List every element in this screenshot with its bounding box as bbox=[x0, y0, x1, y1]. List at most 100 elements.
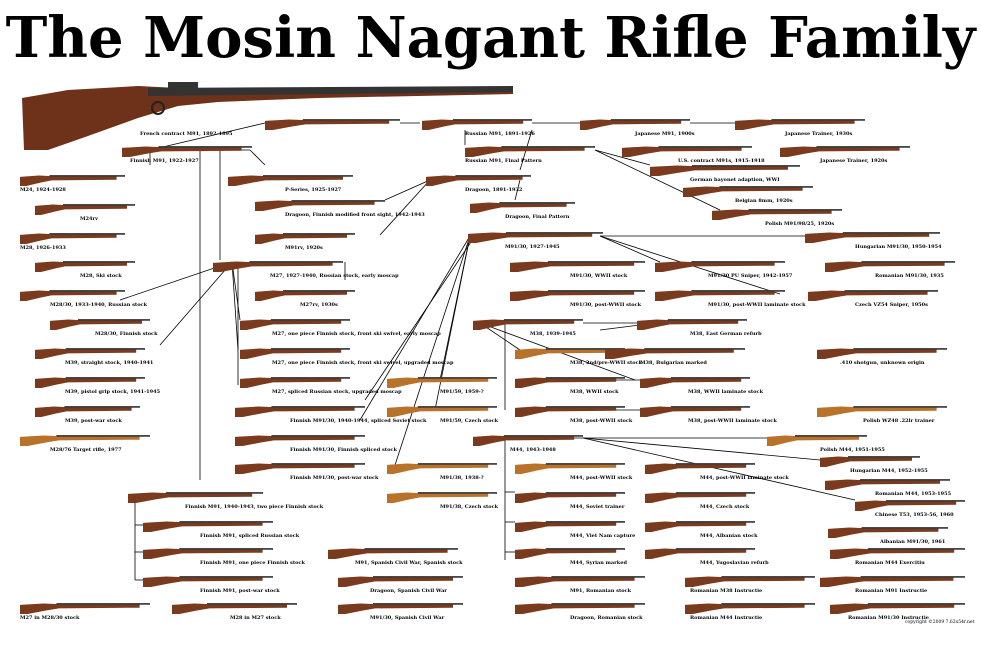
rifle-label: M24, 1924-1928 bbox=[20, 187, 66, 193]
rifle-label: M38, WWII laminate stock bbox=[688, 389, 764, 395]
rifle-image bbox=[387, 492, 497, 503]
rifle-image bbox=[817, 348, 947, 359]
rifle-node-albanian bbox=[828, 524, 948, 538]
rifle-image bbox=[20, 175, 125, 186]
rifle-node-m27m2830 bbox=[20, 600, 150, 614]
connector-line bbox=[599, 324, 641, 331]
rifle-label: M38, post-WWII laminate stock bbox=[688, 418, 777, 424]
rifle-node-romm9130inst bbox=[830, 600, 965, 614]
rifle-image bbox=[338, 603, 463, 614]
rifle-image bbox=[387, 377, 497, 388]
rifle-label: M27, one piece Finnish stock, front ski … bbox=[272, 360, 454, 366]
rifle-node-belgian bbox=[683, 183, 813, 197]
connector-line bbox=[364, 235, 476, 401]
rifle-image bbox=[240, 348, 350, 359]
rifle-node-m9130post bbox=[510, 287, 645, 301]
rifle-image bbox=[473, 319, 583, 330]
rifle-label: Polish M91/98/25, 1920s bbox=[765, 221, 835, 227]
rifle-node-m44yugo bbox=[645, 545, 755, 559]
rifle-image bbox=[645, 492, 755, 503]
rifle-node-m27one bbox=[240, 316, 350, 330]
rifle-image bbox=[20, 290, 125, 301]
connector-line bbox=[359, 235, 471, 421]
connector-line bbox=[384, 179, 431, 201]
rifle-node-finm91spliced bbox=[143, 518, 273, 532]
rifle-image bbox=[128, 492, 263, 503]
rifle-label: Russian M91, Final Pattern bbox=[465, 158, 542, 164]
rifle-node-m44vietnam bbox=[515, 518, 625, 532]
rifle-image bbox=[255, 200, 385, 211]
rifle-image bbox=[35, 204, 135, 215]
rifle-node-m44postlam bbox=[645, 460, 755, 474]
rifle-label: M44, Soviet trainer bbox=[570, 504, 625, 510]
rifle-node-romm38inst bbox=[685, 573, 815, 587]
rifle-label: Japanese Trainer, 1920s bbox=[820, 158, 888, 164]
rifle-node-m27spliced bbox=[240, 374, 350, 388]
rifle-node-finm91 bbox=[128, 489, 263, 503]
rifle-node-uscontract bbox=[622, 143, 752, 157]
rifle-node-m24r bbox=[35, 201, 135, 215]
rifle-image bbox=[235, 406, 365, 417]
rifle-image bbox=[35, 261, 135, 272]
rifle-image bbox=[255, 233, 355, 244]
rifle-label: M91/38, 1938-? bbox=[440, 475, 484, 481]
rifle-image bbox=[143, 548, 273, 559]
rifle-image bbox=[515, 548, 625, 559]
rifle-image bbox=[683, 186, 813, 197]
rifle-label: M38, East German refurb bbox=[690, 331, 762, 337]
rifle-node-m9130postlam bbox=[655, 287, 785, 301]
rifle-label: U.S. contract M91s, 1915-1918 bbox=[678, 158, 765, 164]
rifle-image bbox=[650, 165, 800, 176]
rifle-node-dragromanian bbox=[515, 600, 645, 614]
rifle-label: M44, Syrian marked bbox=[570, 560, 627, 566]
rifle-label: M38, 2nd/pre-WWII stock bbox=[570, 360, 643, 366]
rifle-label: M39, straight stock, 1940-1941 bbox=[65, 360, 154, 366]
rifle-node-m39 bbox=[35, 345, 145, 359]
rifle-image bbox=[510, 290, 645, 301]
rifle-label: M44, Albanian stock bbox=[700, 533, 758, 539]
rifle-node-m24 bbox=[20, 172, 125, 186]
rifle-node-dragfin bbox=[255, 197, 385, 211]
rifle-image bbox=[50, 319, 150, 330]
rifle-label: M44, Yugoslavian refurb bbox=[700, 560, 769, 566]
rifle-label: M28/76 Target rifle, 1977 bbox=[50, 447, 122, 453]
rifle-image bbox=[820, 456, 920, 467]
connector-line bbox=[149, 122, 266, 151]
rifle-node-m28m27 bbox=[172, 600, 297, 614]
rifle-node-japanese bbox=[580, 116, 690, 130]
rifle-image bbox=[255, 290, 355, 301]
rifle-label: M38, Bulgarian marked bbox=[640, 360, 707, 366]
rifle-node-pseries bbox=[228, 172, 353, 186]
rifle-node-m91rv bbox=[255, 230, 355, 244]
rifle-image bbox=[20, 435, 150, 446]
rifle-label: M44, post-WWII stock bbox=[570, 475, 633, 481]
rifle-image bbox=[712, 209, 842, 220]
rifle-label: M44, Viet Nam capture bbox=[570, 533, 636, 539]
rifle-node-pu bbox=[655, 258, 785, 272]
rifle-node-romanianm44ex bbox=[830, 545, 965, 559]
rifle-image bbox=[808, 290, 938, 301]
rifle-node-japtrainer1930 bbox=[735, 116, 865, 130]
rifle-image bbox=[213, 261, 343, 272]
rifle-image bbox=[640, 377, 750, 388]
connector-line bbox=[159, 261, 233, 346]
rifle-node-m44soviet bbox=[515, 489, 625, 503]
rifle-label: M44, 1943-1948 bbox=[510, 447, 556, 453]
hero-rifle-image bbox=[22, 82, 513, 150]
rifle-image bbox=[655, 261, 785, 272]
rifle-label: M91/30, 1927-1945 bbox=[505, 244, 560, 250]
rifle-node-m44syrian bbox=[515, 545, 625, 559]
rifle-node-french bbox=[265, 116, 400, 130]
rifle-image bbox=[240, 377, 350, 388]
rifle-image bbox=[422, 119, 532, 130]
rifle-node-polish bbox=[712, 206, 842, 220]
rifle-label: Dragoon, 1891-1932 bbox=[465, 187, 523, 193]
rifle-label: Finnish M91, spliced Russian stock bbox=[200, 533, 300, 539]
rifle-image bbox=[830, 548, 965, 559]
rifle-label: M28, 1926-1933 bbox=[20, 245, 66, 251]
rifle-image bbox=[515, 463, 625, 474]
rifle-image bbox=[20, 233, 125, 244]
rifle-label: Albanian M91/30, 1961 bbox=[880, 539, 946, 545]
rifle-label: Hungarian M91/30, 1950-1954 bbox=[855, 244, 942, 250]
rifle-image bbox=[780, 146, 910, 157]
